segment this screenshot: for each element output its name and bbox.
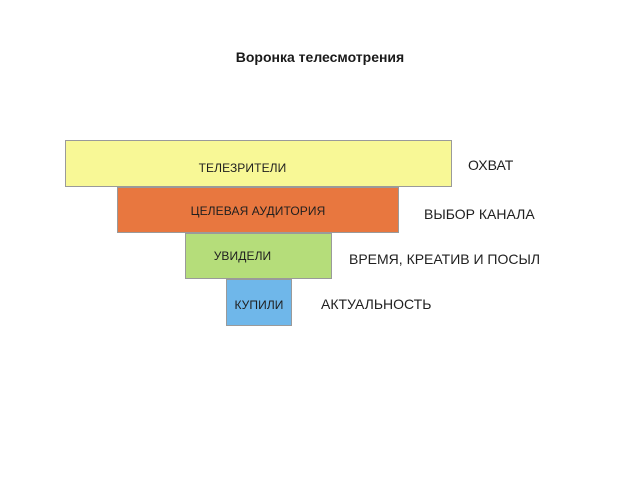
funnel-level-viewers: ТЕЛЕЗРИТЕЛИ [65, 140, 452, 187]
funnel-level-bought: КУПИЛИ [226, 279, 292, 326]
funnel-level-saw: УВИДЕЛИ [185, 233, 332, 279]
funnel-level-target-audience: ЦЕЛЕВАЯ АУДИТОРИЯ [117, 187, 399, 233]
side-label-reach: ОХВАТ [468, 157, 514, 173]
funnel-level-label: ЦЕЛЕВАЯ АУДИТОРИЯ [190, 204, 326, 218]
side-label-time-creative-message: ВРЕМЯ, КРЕАТИВ И ПОСЫЛ [349, 251, 541, 267]
funnel-level-label: УВИДЕЛИ [213, 249, 272, 263]
side-label-channel-choice: ВЫБОР КАНАЛА [424, 206, 535, 222]
diagram-title: Воронка телесмотрения [235, 49, 405, 65]
funnel-level-label: ТЕЛЕЗРИТЕЛИ [198, 160, 287, 175]
funnel-level-label: КУПИЛИ [234, 297, 284, 312]
side-label-relevance: АКТУАЛЬНОСТЬ [321, 296, 432, 312]
